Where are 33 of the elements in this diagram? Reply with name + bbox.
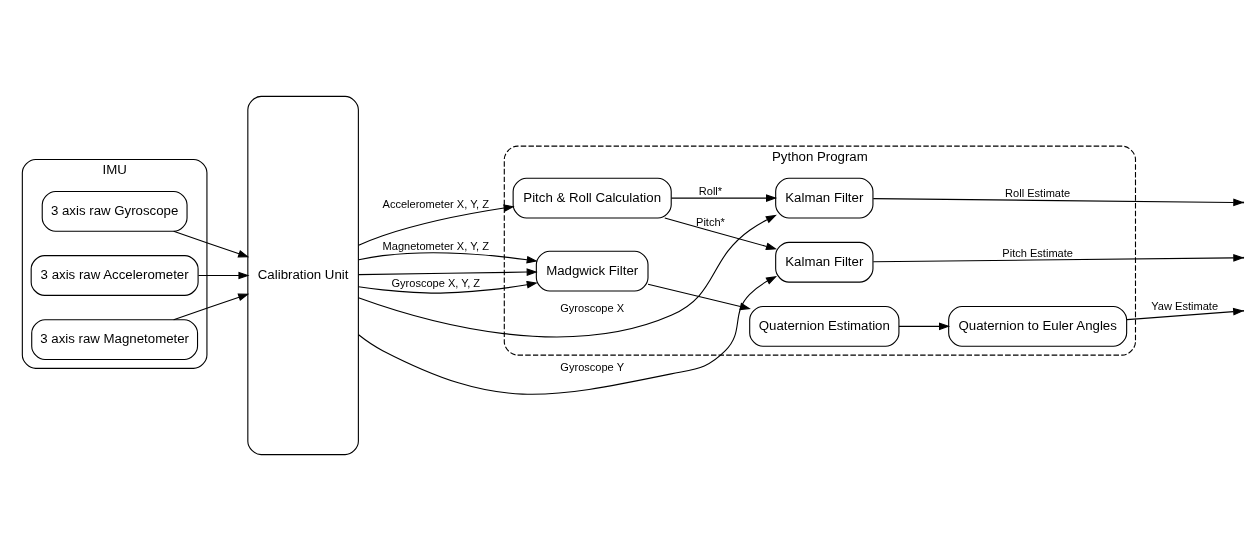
edge-label: Roll Estimate [1005, 186, 1071, 199]
arrow [664, 217, 777, 250]
arrow [357, 267, 538, 276]
node-box: 3 axis raw Magnetometer [31, 318, 199, 360]
arrow [197, 271, 250, 279]
edge-label: Gyroscope Y [560, 360, 624, 373]
edge-label: Accelerometer X, Y, Z [382, 197, 489, 210]
edge-label: Pitch Estimate [1002, 246, 1073, 259]
arrow [357, 214, 777, 337]
arrow [358, 203, 515, 246]
arrow [898, 321, 951, 330]
node-box: Kalman Filter [775, 177, 874, 219]
edge-label: Magnetometer X, Y, Z [382, 239, 489, 252]
node-box: 3 axis raw Gyroscope [41, 190, 188, 232]
arrow [173, 230, 250, 257]
edge-label: Roll* [698, 184, 723, 197]
arrow [670, 193, 778, 202]
arrow [358, 251, 538, 264]
node-box: Quaternion Estimation [749, 305, 900, 347]
arrow [358, 275, 778, 395]
arrow [647, 283, 751, 310]
node-box: Pitch & Roll Calculation [512, 177, 672, 219]
node-box: Madgwick Filter [535, 250, 649, 292]
node-box: Kalman Filter [775, 241, 874, 283]
arrow [357, 280, 538, 294]
edge-label: Pitch* [696, 215, 725, 228]
edge-label: Gyroscope X [560, 301, 625, 314]
node-box: Calibration Unit [247, 95, 359, 455]
edge-label: Yaw Estimate [1151, 299, 1219, 312]
node-box: Quaternion to Euler Angles [948, 305, 1128, 347]
node-box: 3 axis raw Accelerometer [30, 254, 199, 296]
edge-label: Gyroscope X, Y, Z [391, 276, 481, 289]
arrow [173, 293, 250, 320]
